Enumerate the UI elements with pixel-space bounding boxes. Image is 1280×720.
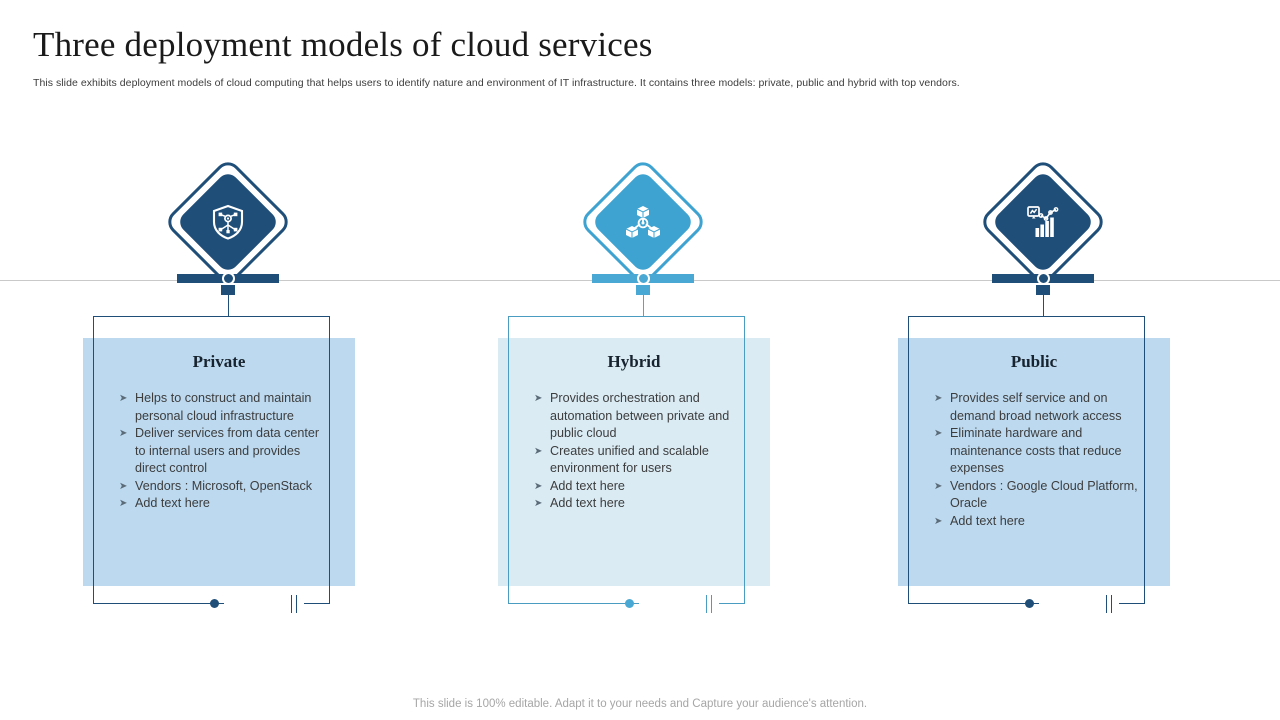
hybrid-bullet-list: ➤ Provides orchestration and automation … <box>534 390 746 513</box>
connected-cubes-icon <box>597 176 689 268</box>
bar-chart-analytics-icon <box>997 176 1089 268</box>
list-item-text: Vendors : Google Cloud Platform, Oracle <box>950 478 1138 511</box>
list-item-text: Helps to construct and maintain personal… <box>135 391 312 423</box>
list-item-text: Provides self service and on demand broa… <box>950 391 1122 423</box>
list-item: ➤ Vendors : Google Cloud Platform, Oracl… <box>934 478 1146 513</box>
bullet-arrow-icon: ➤ <box>119 428 128 439</box>
bullet-arrow-icon: ➤ <box>119 498 128 509</box>
deployment-model-private[interactable]: Private ➤ Helps to construct and maintai… <box>23 0 433 720</box>
private-card[interactable]: Private ➤ Helps to construct and maintai… <box>83 316 373 613</box>
private-card-bottom-left <box>93 603 224 604</box>
list-item-text: Add text here <box>950 513 1025 528</box>
public-card[interactable]: Public ➤ Provides self service and on de… <box>898 316 1188 613</box>
public-card-bottom-left <box>908 603 1039 604</box>
private-card-fill <box>83 338 355 586</box>
slide-header: Three deployment models of cloud service… <box>33 24 1243 90</box>
list-item-text: Add text here <box>135 496 210 510</box>
public-card-tick-marks <box>1106 595 1118 613</box>
bullet-arrow-icon: ➤ <box>534 445 543 457</box>
hybrid-connector-square <box>636 285 650 295</box>
private-card-frame <box>93 316 330 603</box>
hybrid-card-title: Hybrid <box>607 352 661 371</box>
hybrid-connector-dot <box>636 272 650 285</box>
public-card-bottom-dot <box>1025 599 1034 608</box>
list-item: ➤ Deliver services from data center to i… <box>119 425 331 478</box>
bullet-arrow-icon: ➤ <box>934 393 943 404</box>
list-item: ➤ Helps to construct and maintain person… <box>119 390 331 425</box>
private-bullet-list: ➤ Helps to construct and maintain person… <box>119 390 331 513</box>
list-item-text: Add text here <box>550 496 625 510</box>
bullet-arrow-icon: ➤ <box>534 480 543 492</box>
public-connector-dot <box>1036 272 1050 285</box>
bullet-arrow-icon: ➤ <box>934 428 943 439</box>
list-item-text: Creates unified and scalable environment… <box>550 443 709 476</box>
private-card-bottom-right <box>304 603 330 604</box>
private-card-bottom-dot <box>210 599 219 608</box>
list-item: ➤ Eliminate hardware and maintenance cos… <box>934 425 1146 478</box>
hybrid-card-fill <box>498 338 770 586</box>
list-item: ➤ Provides self service and on demand br… <box>934 390 1146 425</box>
bullet-arrow-icon: ➤ <box>934 515 943 527</box>
public-card-fill <box>898 338 1170 586</box>
private-connector-square <box>221 285 235 295</box>
shield-network-icon <box>182 176 274 268</box>
hybrid-card-bottom-left <box>508 603 639 604</box>
private-card-title: Private <box>192 352 246 371</box>
hybrid-card-bottom-dot <box>625 599 634 608</box>
hybrid-connector-stem <box>643 295 644 317</box>
hybrid-card-frame <box>508 316 745 603</box>
list-item: ➤ Add text here <box>934 513 1146 531</box>
public-bullet-list: ➤ Provides self service and on demand br… <box>934 390 1146 530</box>
public-card-bottom-right <box>1119 603 1145 604</box>
public-connector-stem <box>1043 295 1044 317</box>
deployment-model-public[interactable]: Public ➤ Provides self service and on de… <box>838 0 1248 720</box>
list-item-text: Deliver services from data center to int… <box>135 426 320 475</box>
list-item-text: Provides orchestration and automation be… <box>550 391 730 440</box>
deployment-model-hybrid[interactable]: Hybrid ➤ Provides orchestration and auto… <box>438 0 848 720</box>
page-subtitle: This slide exhibits deployment models of… <box>33 77 960 89</box>
hybrid-card-tick-marks <box>706 595 718 613</box>
list-item: ➤ Vendors : Microsoft, OpenStack <box>119 478 331 496</box>
page-title: Three deployment models of cloud service… <box>33 25 653 64</box>
bullet-arrow-icon: ➤ <box>934 480 943 492</box>
list-item: ➤ Add text here <box>534 478 746 496</box>
private-diamond-badge[interactable] <box>162 156 294 288</box>
private-connector-stem <box>228 295 229 317</box>
public-diamond-badge[interactable] <box>977 156 1109 288</box>
hybrid-card[interactable]: Hybrid ➤ Provides orchestration and auto… <box>498 316 788 613</box>
bullet-arrow-icon: ➤ <box>534 393 543 404</box>
public-connector-square <box>1036 285 1050 295</box>
list-item: ➤ Provides orchestration and automation … <box>534 390 746 443</box>
list-item: ➤ Creates unified and scalable environme… <box>534 443 746 478</box>
hybrid-card-bottom-right <box>719 603 745 604</box>
list-item-text: Eliminate hardware and maintenance costs… <box>950 426 1122 475</box>
slide-footer-note: This slide is 100% editable. Adapt it to… <box>412 698 868 710</box>
private-card-tick-marks <box>291 595 303 613</box>
hybrid-diamond-badge[interactable] <box>577 156 709 288</box>
bullet-arrow-icon: ➤ <box>534 498 543 509</box>
bullet-arrow-icon: ➤ <box>119 393 128 404</box>
public-card-frame <box>908 316 1145 603</box>
list-item: ➤ Add text here <box>534 495 746 513</box>
list-item-text: Add text here <box>550 478 625 493</box>
list-item-text: Vendors : Microsoft, OpenStack <box>135 478 313 493</box>
private-connector-dot <box>221 272 235 285</box>
public-card-title: Public <box>1010 352 1058 371</box>
bullet-arrow-icon: ➤ <box>119 480 128 492</box>
list-item: ➤ Add text here <box>119 495 331 513</box>
